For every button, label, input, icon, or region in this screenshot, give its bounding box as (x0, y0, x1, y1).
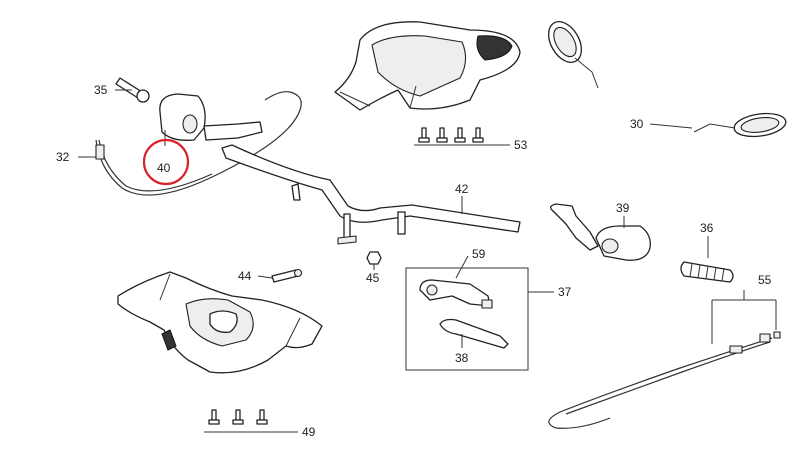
part-45-nut (366, 251, 382, 265)
callout-49: 49 (302, 425, 316, 439)
part-30-mirror-left (547, 21, 599, 89)
leader-30 (649, 123, 693, 129)
part-59-lever-bracket (419, 279, 493, 309)
part-30-mirror-right (693, 112, 787, 138)
callout-39: 39 (616, 201, 630, 215)
part-40-left-switch (159, 93, 263, 141)
callout-44: 44 (238, 269, 252, 283)
part-38-brake-lever (439, 318, 509, 349)
callout-40: 40 (157, 161, 171, 175)
leader-59 (455, 255, 469, 279)
callout-45: 45 (366, 271, 380, 285)
part-35-bolt (115, 77, 150, 103)
callout-42: 42 (455, 182, 469, 196)
part-44-screw (271, 268, 303, 283)
part-53-handlebar-cover (334, 21, 521, 111)
part-42-handlebar (221, 144, 521, 245)
callout-35: 35 (94, 83, 108, 97)
callout-30: 30 (630, 117, 644, 131)
leader-55 (711, 290, 777, 344)
part-53-screws (418, 127, 484, 143)
callout-55: 55 (758, 273, 772, 287)
part-55-throttle-cable (548, 331, 781, 429)
part-49-lower-cover (117, 271, 323, 374)
part-49-screws (208, 409, 268, 425)
callout-59: 59 (472, 247, 486, 261)
callout-38: 38 (455, 351, 469, 365)
part-32-cable (95, 91, 302, 196)
part-36-grip (680, 261, 734, 283)
leader-44 (257, 275, 273, 279)
callout-36: 36 (700, 221, 714, 235)
callout-37: 37 (558, 285, 572, 299)
callout-32: 32 (56, 150, 70, 164)
part-37-group-box (405, 267, 529, 371)
part-39-right-switch (550, 203, 651, 261)
callout-53: 53 (514, 138, 528, 152)
highlight-circle-40 (142, 138, 190, 186)
